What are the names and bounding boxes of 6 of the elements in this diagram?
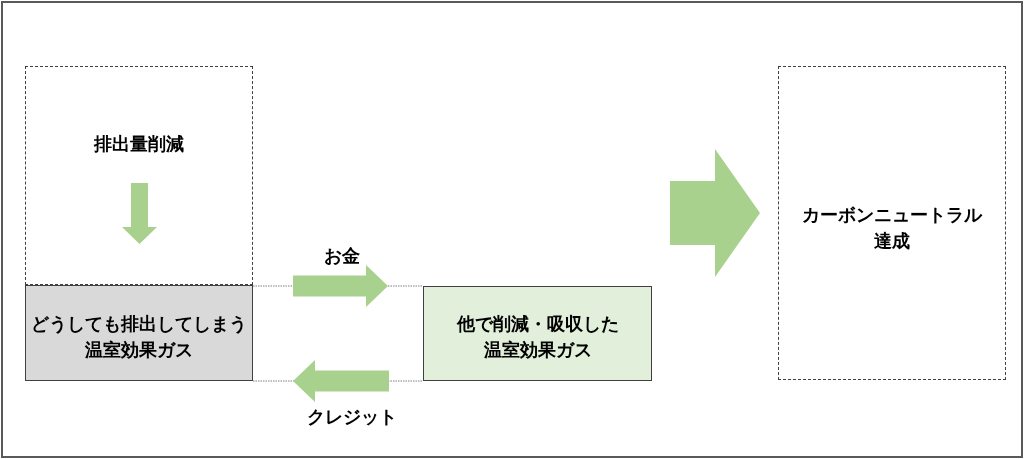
block-arrow bbox=[670, 149, 760, 277]
dashed-box: カーボンニュートラル達成 bbox=[778, 66, 1006, 380]
process-box: どうしても排出してしまう温室効果ガス bbox=[25, 285, 253, 381]
block-arrow bbox=[293, 265, 388, 307]
process-box: 他で削減・吸収した温室効果ガス bbox=[423, 286, 652, 381]
block-arrow bbox=[293, 360, 389, 402]
